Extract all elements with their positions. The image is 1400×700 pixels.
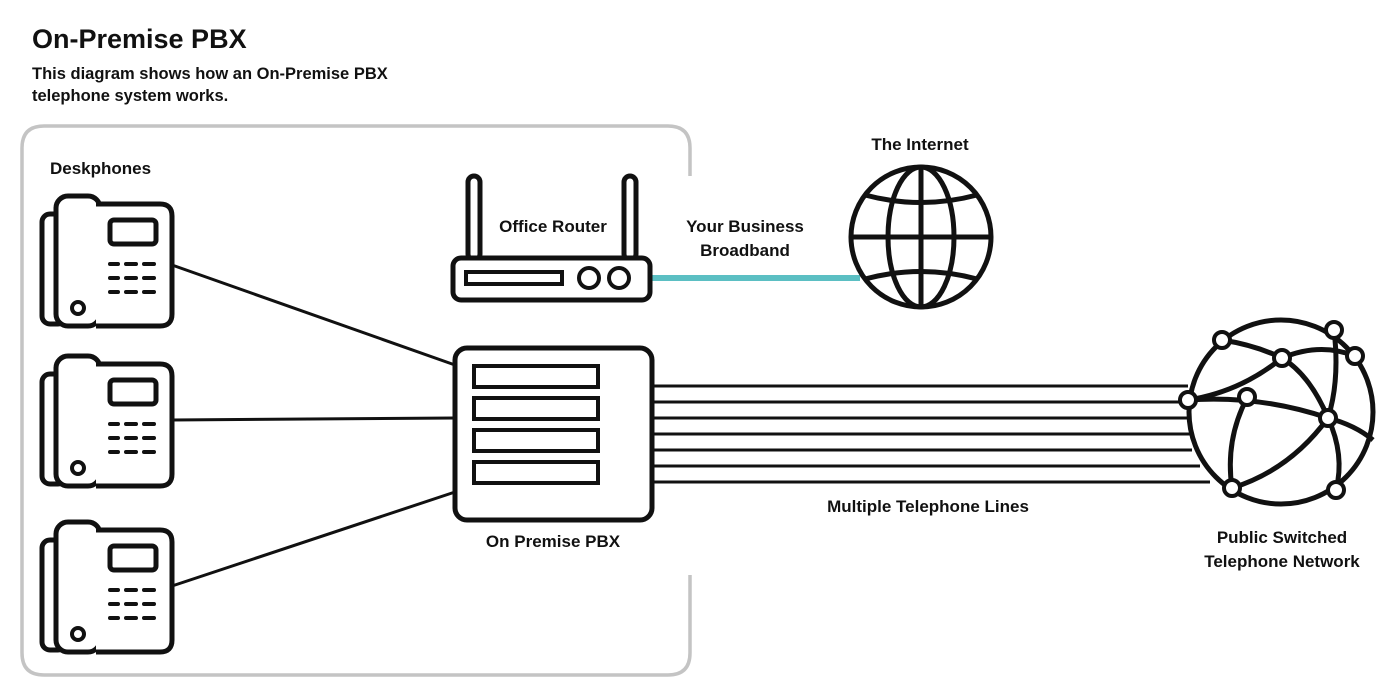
pstn-label-line1: Public Switched — [1217, 528, 1347, 547]
pstn-label-line2: Telephone Network — [1204, 552, 1360, 571]
office-boundary — [20, 124, 692, 677]
phone-connections — [171, 263, 456, 588]
broadband-label-line1: Your Business — [686, 217, 804, 236]
network-globe-icon — [1178, 317, 1376, 507]
deskphone-icon — [39, 519, 175, 655]
router-icon — [450, 173, 653, 303]
deskphone-icon — [39, 193, 175, 329]
page-subtitle: This diagram shows how an On-Premise PBX… — [32, 65, 388, 105]
office-router-label: Office Router — [499, 217, 607, 236]
deskphones-label: Deskphones — [50, 159, 151, 178]
telephone-lines-label: Multiple Telephone Lines — [827, 497, 1029, 516]
deskphone-icon — [39, 353, 175, 489]
phone-3-link — [171, 490, 456, 588]
globe-icon — [848, 164, 994, 310]
phone-1-link — [171, 263, 456, 367]
telephone-lines — [652, 384, 1210, 484]
phone-2-link — [171, 416, 456, 422]
broadband-label-line2: Broadband — [700, 241, 790, 260]
internet-label: The Internet — [871, 135, 969, 154]
pbx-label: On Premise PBX — [486, 532, 621, 551]
pbx-icon — [452, 345, 655, 523]
page-title: On-Premise PBX — [32, 24, 247, 54]
